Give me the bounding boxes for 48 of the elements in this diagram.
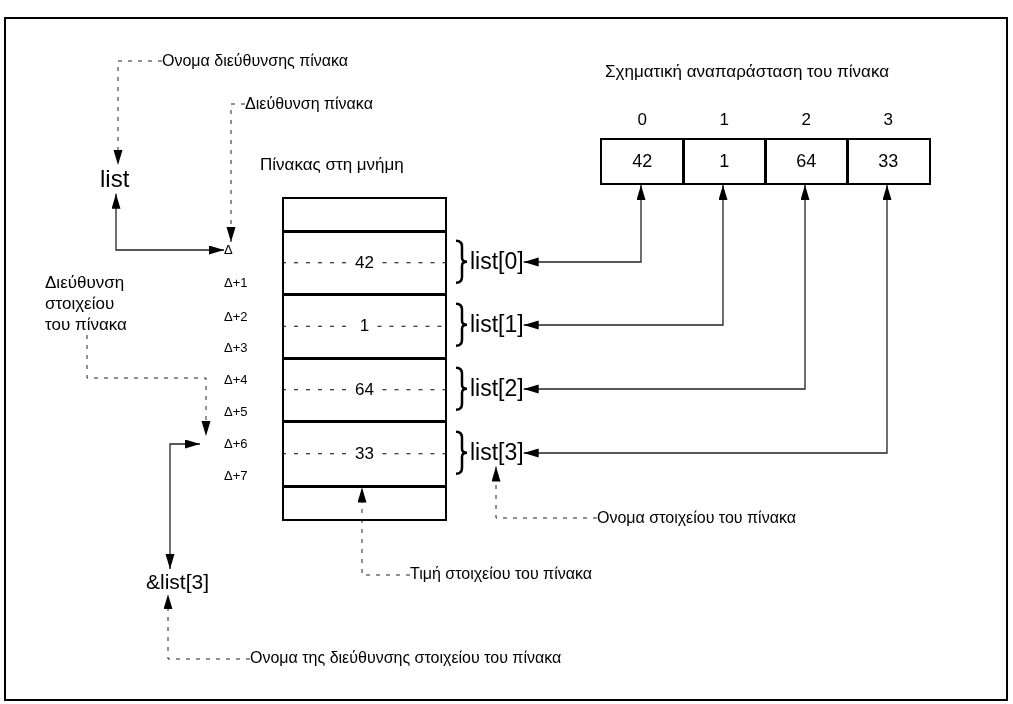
annotation-text: Ονομα στοιχείου του πίνακα (597, 508, 796, 528)
annotation-text: Ονομα της διεύθυνσης στοιχείου του πίνακα (250, 648, 562, 668)
arrow (523, 184, 810, 394)
element-name: list[3] (470, 439, 524, 467)
variable-name: list (100, 165, 130, 194)
memory-cell (282, 485, 447, 521)
leader-line (491, 466, 598, 519)
address-label: Δ+5 (224, 404, 248, 420)
index-number: 3 (882, 110, 894, 131)
index-number: 0 (636, 110, 648, 131)
array-cell: 42 (600, 138, 685, 185)
arrow (111, 193, 225, 255)
arrow (523, 184, 646, 267)
memory-cell: 1 (282, 293, 447, 360)
address-label: Δ+3 (224, 340, 248, 356)
leader-line (357, 487, 411, 576)
leader-line (113, 60, 163, 166)
arrow (165, 439, 201, 570)
array-cell: 64 (764, 138, 849, 185)
address-label: Δ (224, 242, 233, 258)
annotation-text: Διεύθυνση στοιχείου του πίνακα (45, 272, 140, 335)
address-label: Δ+4 (224, 372, 248, 388)
annotation-text: Ονομα διεύθυνσης πίνακα (162, 51, 349, 71)
memory-cell (282, 197, 447, 233)
address-label: Δ+6 (200, 436, 248, 452)
address-label: Δ+1 (224, 275, 248, 291)
arrow (523, 184, 892, 458)
annotation-text: Διεύθυνση πίνακα (245, 94, 373, 114)
table-heading: Σχηματική αναπαράσταση του πίνακα (605, 62, 890, 83)
address-label: Δ+2 (224, 309, 248, 325)
memory-cell: 64 (282, 357, 447, 423)
address-label: Δ+7 (224, 468, 248, 484)
arrow (523, 184, 728, 330)
element-name: list[1] (470, 311, 524, 339)
index-number: 1 (718, 110, 730, 131)
array-cell: 33 (846, 138, 931, 185)
element-name: list[0] (470, 248, 524, 276)
array-cell: 1 (682, 138, 767, 185)
leader-line (226, 103, 246, 243)
table-heading: Πίνακας στη μνήμη (260, 155, 404, 176)
leader-line (86, 334, 211, 437)
annotation-text: Τιμή στοιχείου του πίνακα (410, 564, 592, 584)
variable-name: &list[3] (146, 569, 210, 595)
leader-line (163, 593, 251, 660)
memory-cell: 33 (282, 420, 447, 488)
element-name: list[2] (470, 375, 524, 403)
index-number: 2 (800, 110, 812, 131)
memory-cell: 42 (282, 230, 447, 296)
